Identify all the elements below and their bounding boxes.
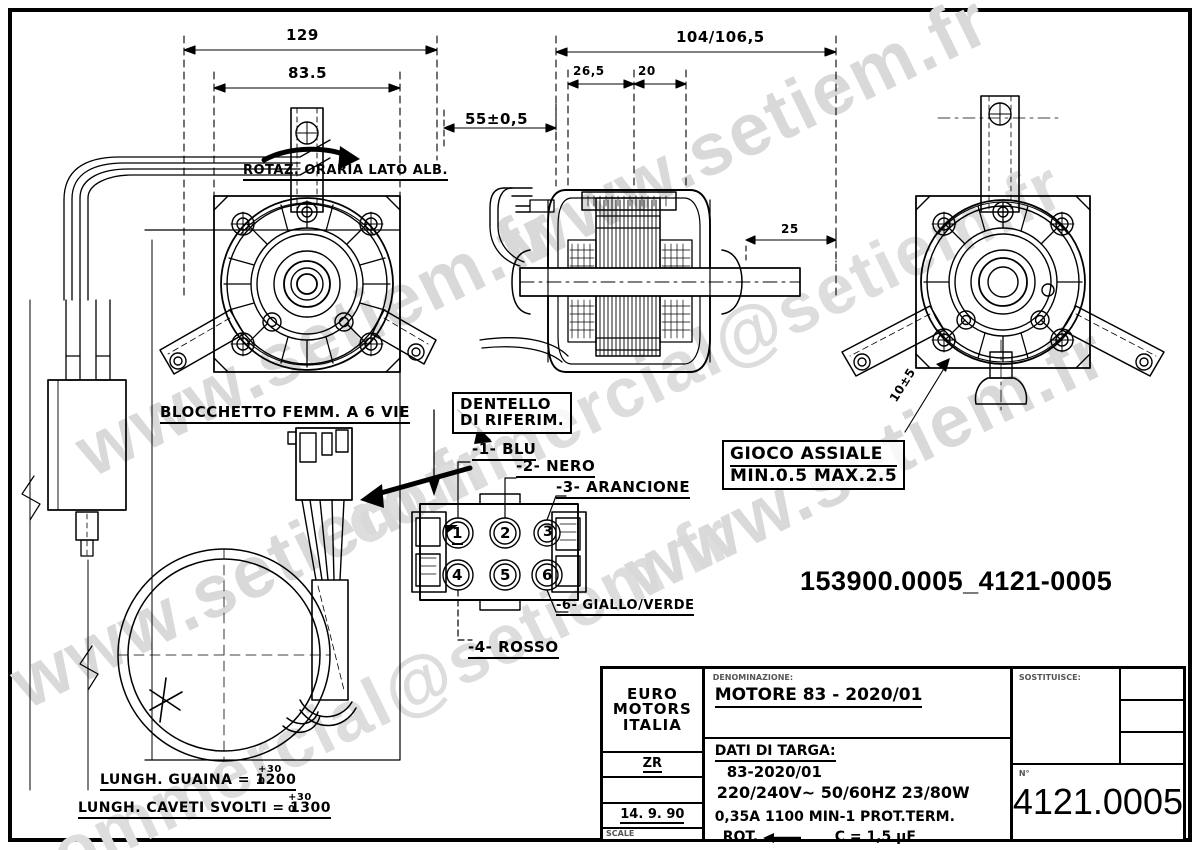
dim-body-length: 104/106,5 <box>676 28 765 46</box>
description-cell: DENOMINAZIONE: MOTORE 83 - 2020/01 <box>704 669 1010 739</box>
dim-mount-width: 83.5 <box>288 64 328 82</box>
note-cable-tol-bot: 0 <box>288 804 296 815</box>
rotation-arrow-icon <box>762 833 801 843</box>
drawing-number-caption: N° <box>1018 769 1030 778</box>
plate-model: 83-2020/01 <box>726 763 822 781</box>
note-axial-play-box: GIOCO ASSIALE MIN.0.5 MAX.2.5 <box>722 440 906 491</box>
company-logo: EURO MOTORS ITALIA <box>603 669 702 753</box>
dim-26-5: 26,5 <box>573 64 605 78</box>
terminal-label-6: -6- GIALLO/VERDE <box>556 598 695 616</box>
plate-data-cell: DATI DI TARGA: 83-2020/01 220/240V~ 50/6… <box>705 739 1010 845</box>
dim-20: 20 <box>638 64 656 78</box>
drawn-by-value: ZR <box>642 756 663 774</box>
terminal-label-4: -4- ROSSO <box>468 638 559 659</box>
dim-shaft-length: 55±0,5 <box>465 110 529 128</box>
plate-rotation: ROT. <box>722 829 759 845</box>
dim-overall-width: 129 <box>286 26 319 44</box>
pin-number-1: 1 <box>452 524 463 545</box>
note-sheath-tol-top: +30 <box>258 764 282 775</box>
note-keying-box: DENTELLO DI RIFERIM. <box>452 392 573 434</box>
note-cable-tol-top: +30 <box>288 792 312 803</box>
note-axial-play-line1: GIOCO ASSIALE <box>730 445 898 467</box>
note-axial-play-line2: MIN.0.5 MAX.2.5 <box>730 465 898 486</box>
drawing-number-value: 4121.0005 <box>1012 781 1183 822</box>
part-number-label: 153900.0005_4121-0005 <box>800 566 1113 596</box>
terminal-label-2: -2- NERO <box>516 457 596 478</box>
replaces-sub-2 <box>1121 701 1183 733</box>
plate-electrical: 220/240V~ 50/60HZ 23/80W <box>716 783 970 802</box>
pin-number-3: 3 <box>543 524 554 540</box>
note-rotation: ROTAZ. ORARIA LATO ALB. <box>243 163 448 181</box>
scale-cell: SCALE <box>603 829 702 839</box>
drawing-number-cell: N° 4121.0005 <box>1013 765 1183 839</box>
dim-shaft-tolerance: 10±5 <box>886 365 919 405</box>
description-caption: DENOMINAZIONE: <box>712 673 794 682</box>
plate-current: 0,35A 1100 MIN-1 PROT.TERM. <box>714 809 955 825</box>
description-value: MOTORE 83 - 2020/01 <box>714 685 923 708</box>
pin-number-5: 5 <box>500 566 511 584</box>
replaces-left: SOSTITUISCE: <box>1013 669 1121 763</box>
logo-line-3: ITALIA <box>622 715 682 734</box>
drawn-by-cell: ZR <box>603 753 702 779</box>
note-sheath-tol-bot: 0 <box>258 776 266 787</box>
replaces-sub-3 <box>1121 733 1183 763</box>
pin-number-6: 6 <box>542 566 553 584</box>
replaces-caption: SOSTITUISCE: <box>1018 673 1081 682</box>
replaces-cell: SOSTITUISCE: <box>1012 669 1183 765</box>
title-block-description-column: DENOMINAZIONE: MOTORE 83 - 2020/01 DATI … <box>704 669 1013 845</box>
date-value: 14. 9. 90 <box>620 806 685 824</box>
pin-number-2: 2 <box>500 524 511 542</box>
note-connector: BLOCCHETTO FEMM. A 6 VIE <box>160 403 411 424</box>
pin-number-4: 4 <box>452 566 463 584</box>
title-block: EURO MOTORS ITALIA ZR 14. 9. 90 SCALE DE… <box>600 666 1186 845</box>
plate-heading: DATI DI TARGA: <box>714 743 836 762</box>
plate-capacitor: C = 1,5 µF <box>834 829 916 845</box>
terminal-label-3: -3- ARANCIONE <box>556 478 691 499</box>
title-block-number-column: SOSTITUISCE: N° 4121.0005 <box>1012 669 1183 839</box>
dim-25: 25 <box>781 222 799 236</box>
blank-cell <box>603 778 702 804</box>
replaces-right <box>1121 669 1183 763</box>
note-keying-line2: DI RIFERIM. <box>460 410 565 429</box>
title-block-logo-column: EURO MOTORS ITALIA ZR 14. 9. 90 SCALE <box>603 669 705 839</box>
date-cell: 14. 9. 90 <box>603 804 702 829</box>
replaces-sub-1 <box>1121 669 1183 701</box>
scale-caption: SCALE <box>606 828 635 838</box>
